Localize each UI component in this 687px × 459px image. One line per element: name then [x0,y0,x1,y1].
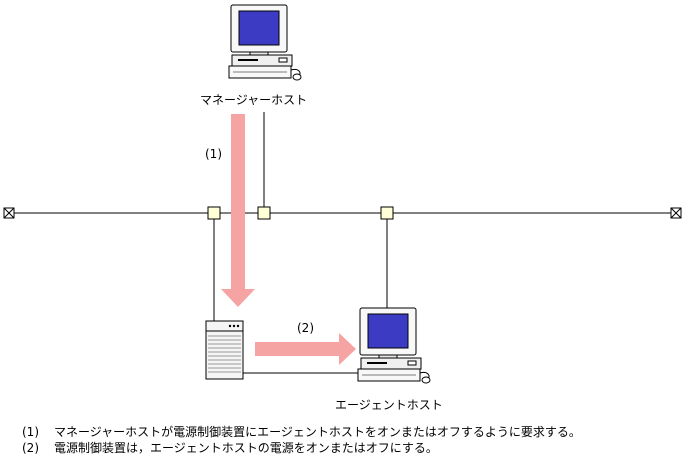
junction-node-manager [257,206,271,220]
right-terminator-icon [670,207,682,219]
note-item: (1) マネージャーホストが電源制御装置にエージェントホストをオンまたはオフする… [22,424,581,440]
junction-node-controller [207,206,221,220]
agent-host-label: エージェントホスト [335,398,443,412]
arrow-step1-icon [221,114,255,307]
note-number: (2) [22,441,39,455]
note-text: 電源制御装置は，エージェントホストの電源をオンまたはオフにする。 [54,441,438,455]
step2-label: (2) [297,321,314,335]
power-controller-device-icon [205,320,244,380]
manager-host-computer-icon [228,4,302,81]
notes-list: (1) マネージャーホストが電源制御装置にエージェントホストをオンまたはオフする… [22,424,581,456]
step1-label: (1) [205,147,222,161]
arrow-step2-icon [255,333,356,365]
left-terminator-icon [3,207,15,219]
note-number: (1) [22,425,39,439]
agent-host-computer-icon [357,307,431,384]
note-item: (2) 電源制御装置は，エージェントホストの電源をオンまたはオフにする。 [22,440,581,456]
manager-host-label: マネージャーホスト [200,93,308,107]
junction-node-agent [380,206,394,220]
note-text: マネージャーホストが電源制御装置にエージェントホストをオンまたはオフするように要… [54,425,581,439]
